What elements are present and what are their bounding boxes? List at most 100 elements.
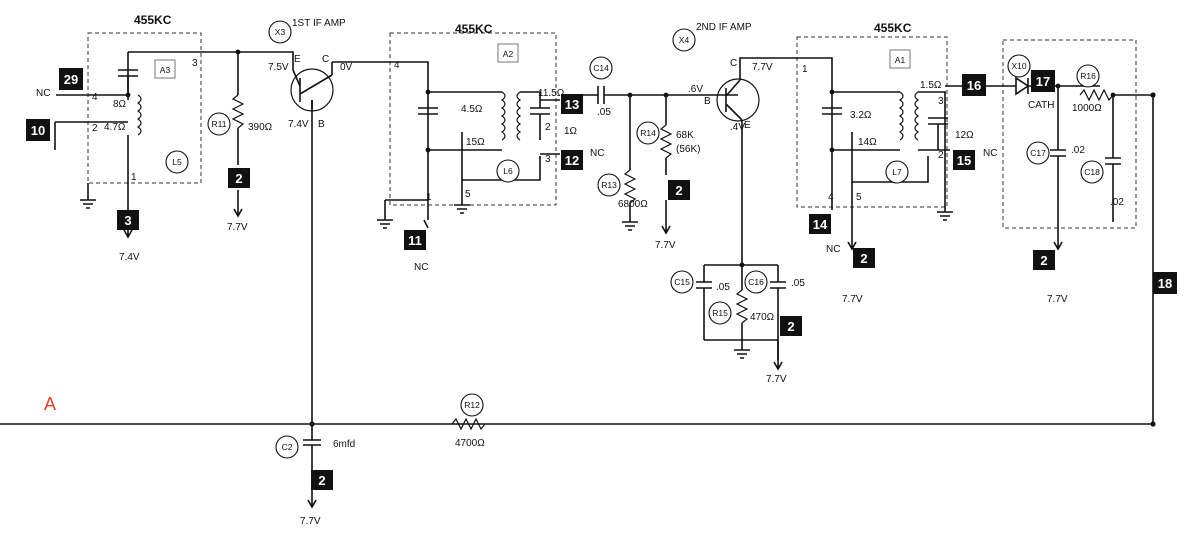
a2-pin-1: 1: [426, 192, 432, 203]
c16-value: .05: [791, 278, 805, 289]
x4-transistor: [716, 78, 760, 122]
r11-supply: [233, 128, 243, 218]
svg-text:2: 2: [860, 251, 867, 266]
r14-resistor: [659, 124, 673, 159]
svg-text:A1: A1: [895, 55, 906, 65]
terminal-11: 11: [404, 230, 426, 250]
svg-text:A2: A2: [503, 49, 514, 59]
x3-tag: X3: [268, 20, 292, 44]
x3-b-label: B: [318, 119, 325, 130]
a1-pin-2: 2: [938, 150, 944, 161]
terminal-2-c16: 2: [780, 316, 802, 336]
l7-winding-c: 1.5Ω: [920, 80, 942, 91]
c18-capacitor: [1105, 94, 1153, 222]
r14-supply-voltage: 7.7V: [655, 240, 676, 251]
l5-winding-a: 8Ω: [113, 99, 127, 110]
svg-text:X4: X4: [679, 35, 690, 45]
svg-text:X3: X3: [275, 27, 286, 37]
r14-value-a: 68K: [676, 130, 694, 141]
a1-supply-lead: [847, 182, 857, 251]
svg-text:18: 18: [1158, 276, 1172, 291]
r12-tag: R12: [460, 393, 484, 417]
svg-text:2: 2: [787, 319, 794, 334]
svg-text:C17: C17: [1030, 148, 1046, 158]
terminal-2-a1: 2: [853, 248, 875, 268]
a1-label: A1: [889, 49, 911, 69]
l6-primary-coil: [500, 91, 506, 141]
r15-tag: R15: [708, 301, 732, 325]
svg-text:L5: L5: [172, 157, 182, 167]
c14-capacitor: [583, 86, 738, 104]
a1-capacitor: [822, 107, 842, 115]
svg-text:10: 10: [31, 123, 45, 138]
a1-primary-lead: [800, 57, 833, 150]
r16-tag: R16: [1076, 64, 1100, 88]
a2-pin-3: 3: [545, 154, 551, 165]
a2-pin-4: 4: [394, 60, 400, 71]
x4-e-label: E: [744, 120, 751, 131]
c17-supply-voltage: 7.7V: [1047, 294, 1068, 305]
l7-winding-a: 3.2Ω: [850, 110, 872, 121]
r14-tag: R14: [636, 121, 660, 145]
section-marker: A: [44, 394, 56, 414]
a3-primary: [127, 51, 238, 100]
svg-text:11: 11: [408, 233, 422, 248]
r12-resistor: [451, 417, 486, 431]
terminal-14: 14: [809, 214, 831, 234]
svg-text:C2: C2: [282, 442, 293, 452]
terminal-16: 16: [962, 74, 986, 96]
a3-pin-2: 2: [92, 123, 98, 134]
a3-frequency-label: 455KC: [134, 13, 172, 27]
svg-text:29: 29: [64, 72, 78, 87]
c16-supply-voltage: 7.7V: [766, 374, 787, 385]
r16-value: 1000Ω: [1072, 103, 1102, 114]
svg-text:X10: X10: [1011, 61, 1026, 71]
c2-supply-voltage: 7.7V: [300, 516, 321, 527]
x4-collector-voltage: 7.7V: [752, 62, 773, 73]
x3-leads: [238, 51, 390, 75]
transformer-a2-shield: [389, 32, 557, 206]
svg-text:C18: C18: [1084, 167, 1100, 177]
terminal-2-r11: 2: [228, 168, 250, 188]
r15-value: 470Ω: [750, 312, 775, 323]
a3-pin-4: 4: [92, 92, 98, 103]
svg-text:17: 17: [1036, 74, 1050, 89]
a1-pin-3: 3: [938, 96, 944, 107]
c17-value: .02: [1071, 145, 1085, 156]
c17-capacitor: [1050, 86, 1066, 251]
svg-text:L6: L6: [503, 166, 513, 176]
c2-tag: C2: [275, 435, 299, 459]
x4-base-voltage: .6V: [688, 84, 703, 95]
a3-pin-3: 3: [192, 58, 198, 69]
a3-pin-1: 1: [131, 172, 137, 183]
transformer-a3-shield: [87, 32, 202, 184]
l6-secondary-coil: [516, 91, 522, 141]
r15-resistor: [735, 289, 749, 324]
x10-tag: X10: [1007, 54, 1031, 78]
detector-shield: [1002, 39, 1137, 229]
x3-c-label: C: [322, 54, 329, 65]
c14-tag: C14: [589, 56, 613, 80]
l6-winding-d: 1Ω: [564, 126, 578, 137]
x3-collector-voltage: 0V: [340, 62, 353, 73]
r11-resistor: [231, 94, 245, 129]
r13-tag: R13: [597, 173, 621, 197]
l7-secondary-coil: [914, 91, 920, 141]
svg-text:15: 15: [957, 153, 971, 168]
terminal-10: 10: [26, 119, 50, 141]
x10-cathode-label: CATH: [1028, 100, 1054, 111]
a1-nc-label: NC: [983, 148, 997, 159]
r13-resistor: [623, 169, 637, 204]
svg-text:13: 13: [565, 97, 579, 112]
l5-winding-b: 4.7Ω: [104, 122, 126, 133]
c2-capacitor: [303, 424, 321, 470]
terminal-15: 15: [953, 150, 975, 170]
a2-primary-lead: [390, 61, 429, 150]
transformer-a1-shield: [796, 36, 948, 208]
r16-resistor: [1079, 88, 1114, 102]
a3-nc-label: NC: [36, 88, 50, 99]
c15-capacitor: [696, 281, 712, 318]
terminal-2-c17: 2: [1033, 250, 1055, 270]
svg-text:R14: R14: [640, 128, 656, 138]
terminal-13: 13: [561, 94, 583, 114]
